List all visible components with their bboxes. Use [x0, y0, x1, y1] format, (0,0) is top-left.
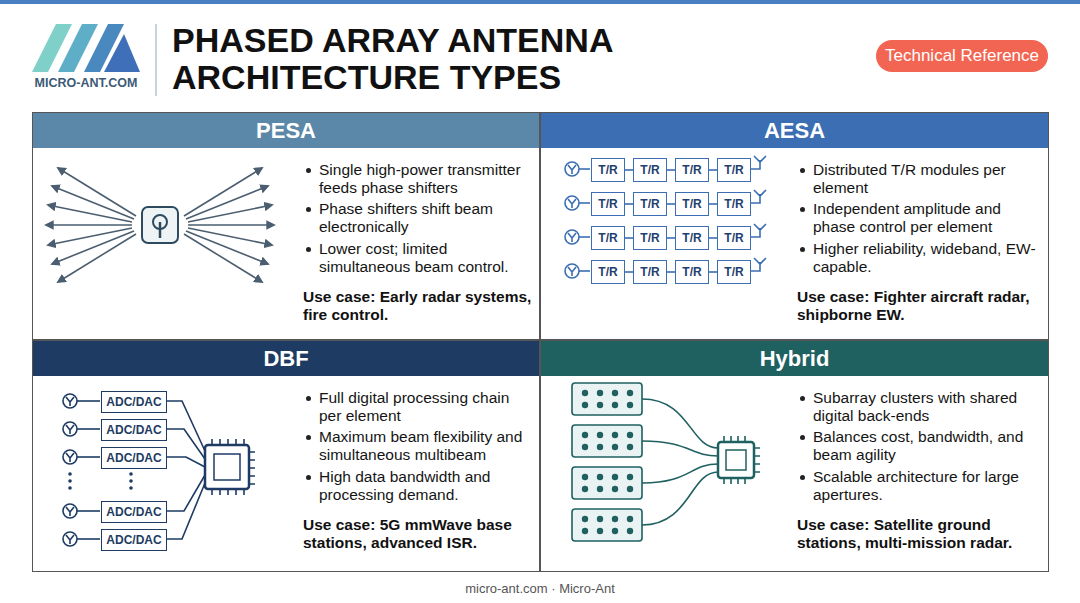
- bullet-text: Full digital processing chain per elemen…: [303, 389, 533, 425]
- use-case: Use case: Early radar systems, fire cont…: [303, 288, 533, 325]
- tr-module: T/R: [633, 158, 667, 182]
- module-link: [667, 169, 675, 171]
- tr-module: T/R: [717, 226, 751, 250]
- box-label: ADC/DAC: [106, 451, 161, 465]
- dbf-chain: [63, 394, 255, 546]
- panel-heading: Hybrid: [541, 341, 1048, 376]
- module-link: [667, 237, 675, 239]
- text-column: Single high-power transmitter feeds phas…: [303, 161, 533, 325]
- bullet-text: Single high-power transmitter feeds phas…: [303, 161, 533, 197]
- bullet-text: Subarray clusters with shared digital ba…: [797, 389, 1041, 425]
- box-label: T/R: [724, 197, 743, 211]
- module-link: [667, 271, 675, 273]
- panel-heading: AESA: [541, 113, 1048, 148]
- text-column: Distributed T/R modules per elementIndep…: [797, 161, 1041, 325]
- reference-badge: Technical Reference: [876, 40, 1048, 72]
- tr-module: T/R: [675, 260, 709, 284]
- box-label: T/R: [682, 197, 701, 211]
- box-label: T/R: [598, 163, 617, 177]
- tr-module: T/R: [717, 260, 751, 284]
- text-column: Subarray clusters with shared digital ba…: [797, 389, 1041, 553]
- use-case: Use case: 5G mmWave base stations, advan…: [303, 516, 533, 553]
- tr-module: T/R: [591, 260, 625, 284]
- text-column: Full digital processing chain per elemen…: [303, 389, 533, 553]
- box-label: T/R: [724, 163, 743, 177]
- module-link: [709, 203, 717, 205]
- box-label: T/R: [640, 265, 659, 279]
- box-label: ADC/DAC: [106, 533, 161, 547]
- module-link: [625, 271, 633, 273]
- logo: [32, 24, 140, 72]
- converter-box: ADC/DAC: [101, 447, 167, 469]
- module-link: [667, 203, 675, 205]
- module-link: [625, 237, 633, 239]
- bullet-text: Scalable architecture for large aperture…: [797, 468, 1041, 504]
- box-label: T/R: [598, 231, 617, 245]
- box-label: T/R: [724, 231, 743, 245]
- tr-module: T/R: [591, 226, 625, 250]
- bullet-text: Independent amplitude and phase control …: [797, 200, 1041, 236]
- box-label: T/R: [640, 197, 659, 211]
- badge-text: Technical Reference: [885, 46, 1039, 66]
- converter-box: ADC/DAC: [101, 529, 167, 551]
- bullet-text: Maximum beam flexibility and simultaneou…: [303, 428, 533, 464]
- panel-heading: DBF: [33, 341, 539, 376]
- architecture-panel: DBF Full digital processing chain per ele…: [32, 340, 540, 572]
- tr-module: T/R: [675, 192, 709, 216]
- architecture-panel: AESA Distributed T/R modules per elementI…: [540, 112, 1049, 340]
- caption: micro-ant.com · Micro-Ant: [0, 581, 1080, 596]
- module-link: [709, 237, 717, 239]
- box-label: T/R: [598, 197, 617, 211]
- converter-box: ADC/DAC: [101, 419, 167, 441]
- tr-module: T/R: [591, 192, 625, 216]
- element-dots: [582, 390, 633, 534]
- tr-module: T/R: [675, 158, 709, 182]
- tr-module: T/R: [717, 192, 751, 216]
- panel-heading: PESA: [33, 113, 539, 148]
- box-label: T/R: [724, 265, 743, 279]
- converter-box: ADC/DAC: [101, 501, 167, 523]
- box-label: ADC/DAC: [106, 423, 161, 437]
- tr-module: T/R: [633, 260, 667, 284]
- box-label: T/R: [682, 265, 701, 279]
- box-label: ADC/DAC: [106, 505, 161, 519]
- use-case: Use case: Satellite ground stations, mul…: [797, 516, 1041, 553]
- pesa-radiator: [46, 168, 274, 282]
- bullet-text: Phase shifters shift beam electronically: [303, 200, 533, 236]
- tr-module: T/R: [633, 226, 667, 250]
- architecture-panel: HybridSubarray clusters with shared digi…: [540, 340, 1049, 572]
- box-label: T/R: [598, 265, 617, 279]
- bullet-text: Higher reliability, wideband, EW-capable…: [797, 240, 1041, 276]
- bullet-text: Balances cost, bandwidth, and beam agili…: [797, 428, 1041, 464]
- tr-module: T/R: [717, 158, 751, 182]
- bullet-text: Lower cost; limited simultaneous beam co…: [303, 240, 533, 276]
- tr-module: T/R: [633, 192, 667, 216]
- tr-module: T/R: [675, 226, 709, 250]
- use-case: Use case: Fighter aircraft radar, shipbo…: [797, 288, 1041, 325]
- module-link: [625, 203, 633, 205]
- tr-module: T/R: [591, 158, 625, 182]
- module-link: [709, 169, 717, 171]
- box-label: T/R: [682, 231, 701, 245]
- bullet-text: Distributed T/R modules per element: [797, 161, 1041, 197]
- hybrid-subarrays: [572, 383, 760, 541]
- module-link: [709, 271, 717, 273]
- diagram-title: PHASED ARRAY ANTENNA ARCHITECTURE TYPES: [172, 22, 652, 95]
- box-label: ADC/DAC: [106, 395, 161, 409]
- module-link: [625, 169, 633, 171]
- box-label: T/R: [640, 163, 659, 177]
- architecture-panel: PESA Single high-power transmitter feeds …: [32, 112, 540, 340]
- logo-text: MICRO-ANT.COM: [28, 76, 144, 90]
- converter-box: ADC/DAC: [101, 391, 167, 413]
- box-label: T/R: [682, 163, 701, 177]
- bullet-text: High data bandwidth and processing deman…: [303, 468, 533, 504]
- box-label: T/R: [640, 231, 659, 245]
